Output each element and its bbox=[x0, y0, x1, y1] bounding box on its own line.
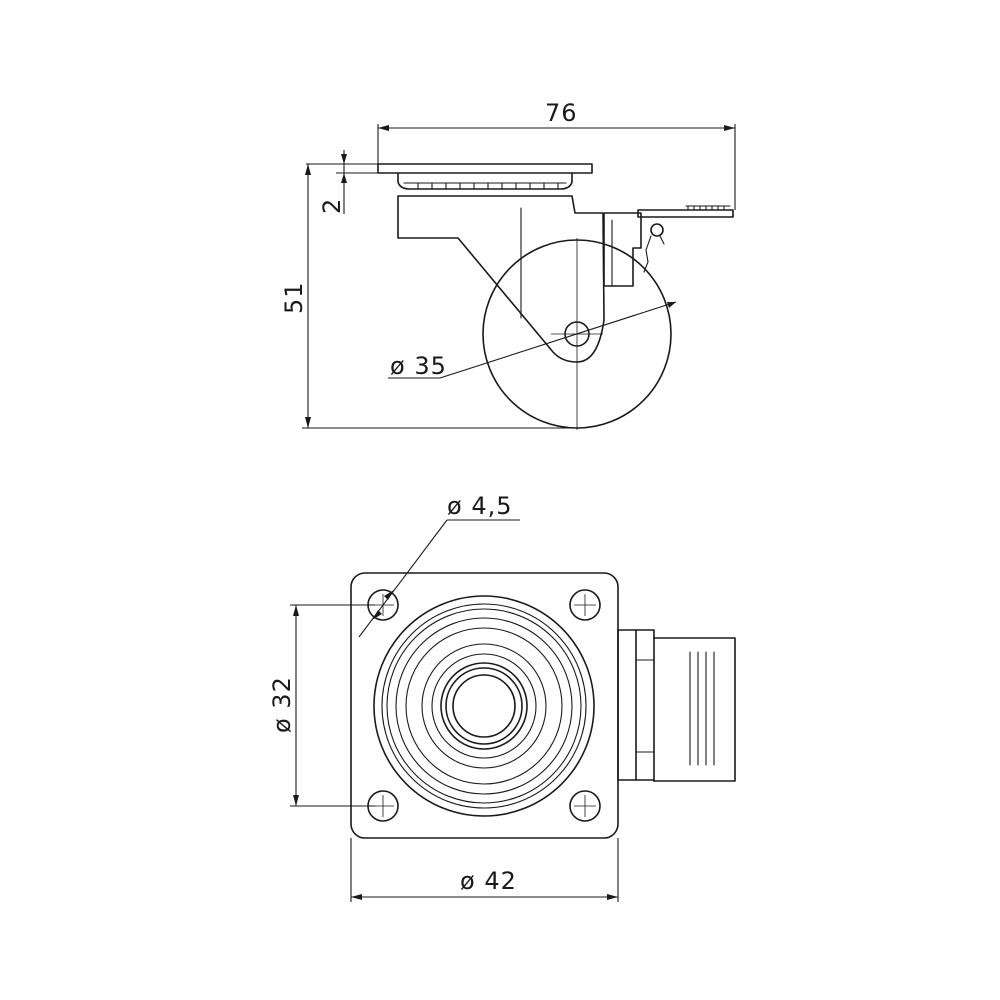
hole-spacing-label: ø 32 bbox=[268, 676, 296, 733]
brake-pedal-top bbox=[617, 629, 736, 782]
overall-width-label: 76 bbox=[545, 99, 578, 127]
hole-diameter-label: ø 4,5 bbox=[447, 492, 512, 520]
bolt-holes bbox=[367, 589, 601, 822]
brake-housing bbox=[603, 212, 642, 287]
center-bore bbox=[452, 674, 516, 738]
mounting-plate bbox=[377, 163, 593, 174]
swivel-ring-outer bbox=[373, 595, 595, 817]
bearing-balls bbox=[417, 182, 559, 190]
bolt-hole bbox=[569, 589, 601, 621]
overall-height-label: 51 bbox=[280, 281, 308, 314]
wheel-diameter-label: ø 35 bbox=[390, 352, 447, 380]
top-view: ø 4,5 ø 32 ø 42 bbox=[268, 492, 736, 902]
pedal-ribs bbox=[689, 651, 715, 766]
bolt-hole bbox=[569, 790, 601, 822]
top-plate bbox=[350, 572, 619, 839]
brake-spring bbox=[650, 223, 664, 237]
plate-width-label: ø 42 bbox=[460, 867, 517, 895]
plate-thickness-label: 2 bbox=[318, 198, 346, 214]
center-ring bbox=[440, 662, 528, 750]
brake-pedal bbox=[637, 209, 734, 218]
side-view: ø 35 76 2 51 bbox=[280, 99, 736, 430]
pedal-grip bbox=[687, 205, 725, 211]
swivel-bearing bbox=[397, 172, 573, 190]
